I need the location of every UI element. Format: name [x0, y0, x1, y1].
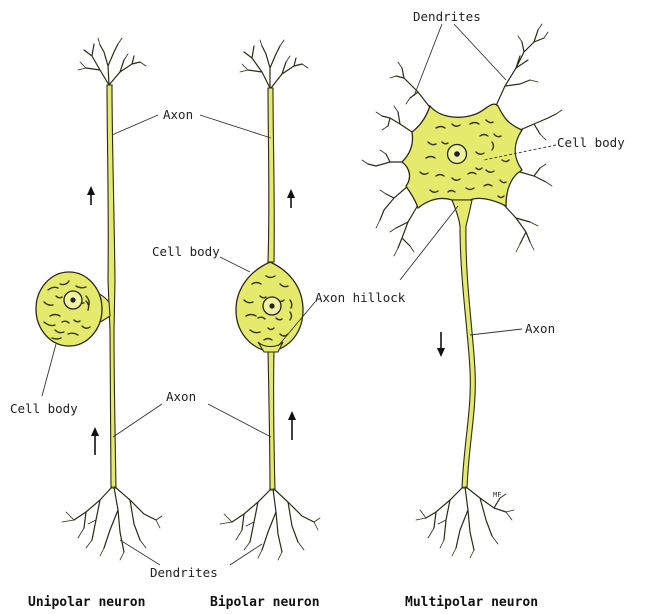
bipolar-top-dendrites — [240, 40, 308, 88]
unipolar-cell-body — [36, 272, 102, 346]
bipolar-neuron — [220, 40, 320, 560]
unipolar-bottom-dendrites — [62, 487, 162, 560]
bipolar-nucleolus — [269, 303, 274, 308]
multipolar-axon — [452, 200, 475, 488]
multipolar-arrow-down — [437, 332, 445, 357]
caption-unipolar-neuron: Unipolar neuron — [28, 595, 145, 610]
unipolar-nucleolus — [70, 297, 75, 302]
unipolar-top-dendrites — [78, 38, 146, 85]
label-dendrites-top: Dendrites — [413, 9, 481, 24]
bipolar-arrow-up-bottom — [288, 411, 296, 440]
label-cell-body-right: Cell body — [557, 135, 625, 150]
artist-signature: MF — [493, 491, 501, 499]
bipolar-arrow-up-top — [287, 189, 295, 208]
unipolar-arrow-up-top — [87, 186, 95, 205]
unipolar-neuron — [36, 38, 162, 560]
unipolar-axon — [107, 85, 116, 488]
unipolar-arrow-up-bottom — [91, 427, 99, 455]
caption-multipolar-neuron: Multipolar neuron — [405, 595, 538, 610]
label-axon-hillock: Axon hillock — [315, 290, 406, 305]
bipolar-upper-axon — [268, 88, 274, 262]
bipolar-lower-axon — [268, 350, 275, 490]
multipolar-nucleolus — [454, 151, 460, 157]
bipolar-bottom-dendrites — [220, 489, 320, 560]
label-cell-body-middle: Cell body — [152, 244, 220, 259]
label-axon-right: Axon — [525, 321, 555, 336]
label-axon-bottom: Axon — [166, 389, 196, 404]
label-dendrites-bottom: Dendrites — [150, 565, 218, 580]
label-axon-top: Axon — [163, 107, 193, 122]
label-cell-body-left: Cell body — [10, 401, 78, 416]
caption-bipolar-neuron: Bipolar neuron — [210, 595, 320, 610]
